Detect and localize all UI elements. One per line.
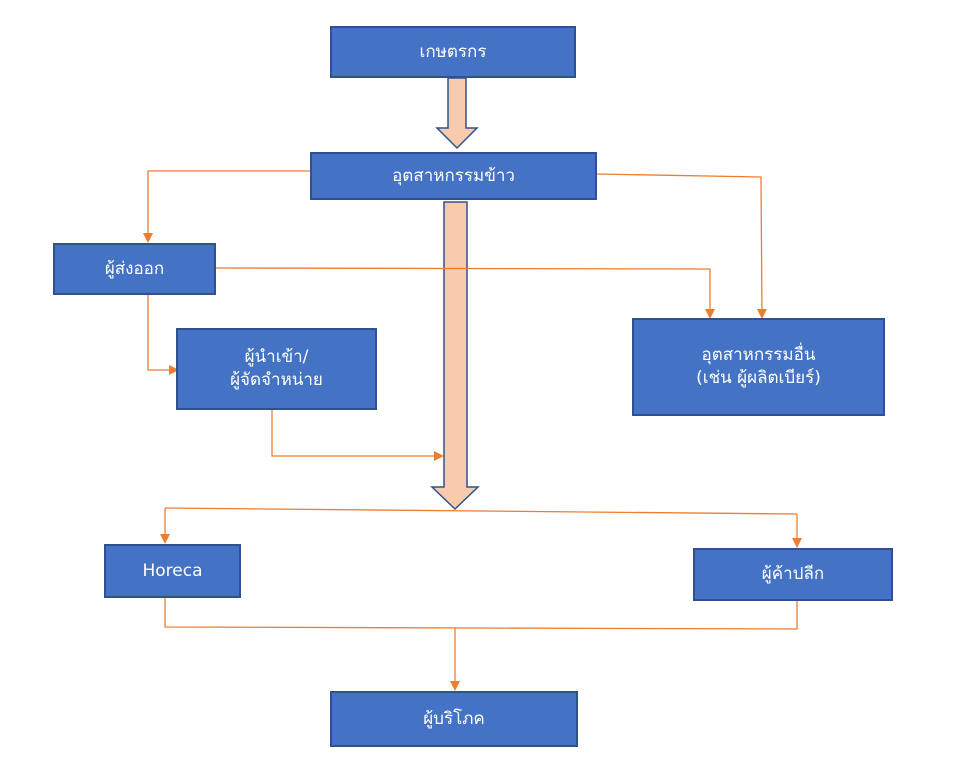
node-importer-distributor: ผู้นำเข้า/ ผู้จัดจำหน่าย — [176, 328, 377, 410]
node-other-industry-label-line2: (เช่น ผู้ผลิตเบียร์) — [696, 368, 821, 388]
node-other-industry-label-line1: อุตสาหกรรมอื่น — [701, 345, 816, 366]
node-other-industry: อุตสาหกรรมอื่น (เช่น ผู้ผลิตเบียร์) — [632, 318, 885, 416]
connector-exporter-to-importer — [147, 295, 179, 375]
connector-exporter-to-other-industry — [214, 267, 715, 319]
node-importer-label-line1: ผู้นำเข้า/ — [244, 347, 309, 368]
block-arrow-farmer-to-rice-industry — [435, 77, 479, 150]
connector-split-bar — [164, 507, 798, 515]
node-exporter: ผู้ส่งออก — [53, 243, 216, 295]
node-retailer: ผู้ค้าปลีก — [693, 548, 893, 601]
connector-horeca-merge — [164, 597, 798, 630]
node-horeca-label: Horeca — [142, 560, 203, 581]
node-consumer-label: ผู้บริโภค — [423, 708, 485, 729]
node-rice-industry-label: อุตสาหกรรมข้าว — [392, 165, 515, 186]
node-exporter-label: ผู้ส่งออก — [104, 258, 165, 279]
node-rice-industry: อุตสาหกรรมข้าว — [310, 152, 597, 200]
node-importer-label-line2: ผู้จัดจำหน่าย — [230, 370, 323, 390]
connector-rice-to-other-industry — [595, 173, 767, 319]
node-retailer-label: ผู้ค้าปลีก — [761, 564, 825, 585]
connector-importer-to-market — [271, 409, 444, 461]
connector-rice-to-exporter — [143, 170, 311, 243]
node-horeca: Horeca — [104, 544, 241, 598]
node-farmer-label: เกษตรกร — [419, 41, 487, 62]
block-arrow-rice-industry-to-market — [430, 201, 480, 511]
node-farmer: เกษตรกร — [330, 26, 576, 78]
node-consumer: ผู้บริโภค — [330, 691, 578, 747]
